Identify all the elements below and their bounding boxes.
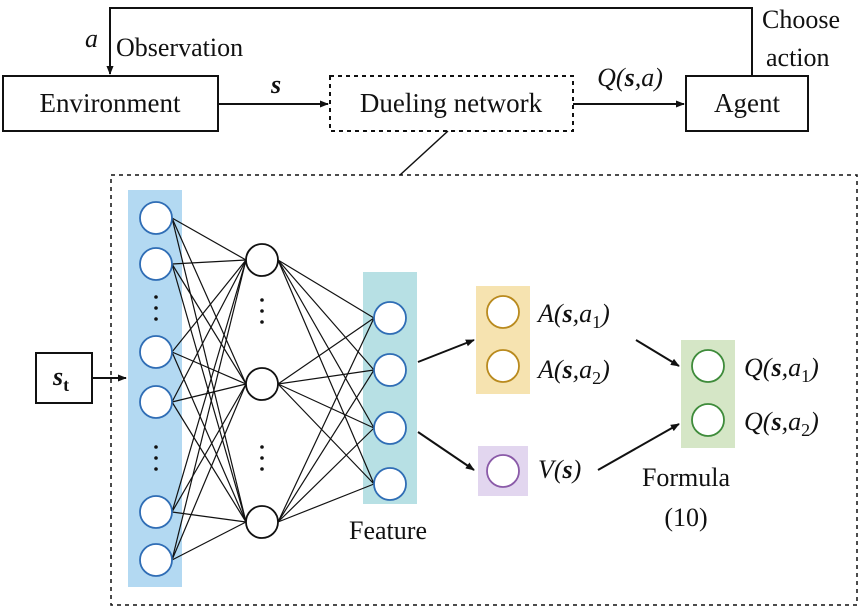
environment-label: Environment <box>40 88 181 118</box>
feature-node <box>373 353 407 387</box>
input-hidden-edge <box>171 217 247 523</box>
advantage-to-q-arrow <box>635 339 680 367</box>
hidden-feature-edge <box>277 259 375 371</box>
network-nodes <box>139 201 725 577</box>
zoom-connector-line <box>399 130 449 176</box>
hidden-feature-edge <box>277 259 375 319</box>
input-node <box>139 543 173 577</box>
value-to-q-arrow <box>597 423 680 471</box>
input-ellipsis-dot <box>154 295 158 299</box>
advantage-node <box>486 295 520 329</box>
input-node <box>139 385 173 419</box>
input-hidden-edge <box>171 383 247 513</box>
input-hidden-edge <box>171 383 247 561</box>
value-label: V(s) <box>538 455 581 484</box>
hidden-ellipsis-dot <box>260 298 264 302</box>
input-node <box>139 201 173 235</box>
hidden-ellipsis-dot <box>260 445 264 449</box>
input-ellipsis-dot <box>154 456 158 460</box>
action-feedback-arrow <box>106 7 753 76</box>
input-node <box>139 495 173 529</box>
value-node <box>486 454 520 488</box>
input-hidden-edge <box>171 401 247 523</box>
feature-to-value-arrow <box>417 431 475 471</box>
hidden-feature-edge <box>277 317 375 385</box>
input-state-box <box>35 352 93 404</box>
observation-label: Observation <box>116 33 243 62</box>
feature-label: Feature <box>349 516 427 545</box>
input-hidden-edge <box>171 217 247 385</box>
formula-label-line1: Formula <box>642 463 731 492</box>
formula-label-line2: (10) <box>664 503 707 532</box>
action-label: a <box>85 24 98 53</box>
hidden-node <box>245 367 279 401</box>
q-node <box>691 349 725 383</box>
feature-node <box>373 411 407 445</box>
hidden-ellipsis-dot <box>260 456 264 460</box>
hidden-ellipsis-dot <box>260 467 264 471</box>
advantage-a2-label: A(s,a2) <box>536 355 610 388</box>
ellipsis-dots <box>154 295 264 471</box>
q-value-label: Q(s,a) <box>597 63 663 92</box>
hidden-feature-edge <box>277 317 375 523</box>
input-hidden-edge <box>171 383 247 403</box>
q-node <box>691 403 725 437</box>
input-hidden-edge <box>171 259 247 561</box>
hidden-feature-edge <box>277 383 375 429</box>
hidden-node <box>245 505 279 539</box>
hidden-feature-edge <box>277 483 375 523</box>
input-hidden-edge <box>171 351 247 385</box>
hidden-feature-edge <box>277 259 375 429</box>
hidden-feature-edge <box>277 369 375 385</box>
input-hidden-edge <box>171 259 247 353</box>
feature-node <box>373 467 407 501</box>
environment-box <box>2 75 219 132</box>
agent-box <box>685 75 809 132</box>
hidden-feature-edge <box>277 259 375 485</box>
choose-action-line1: Choose <box>762 5 840 34</box>
choose-action-line2: action <box>766 43 830 72</box>
input-hidden-edge <box>171 259 247 403</box>
hidden-ellipsis-dot <box>260 309 264 313</box>
feature-to-advantage-arrow <box>417 339 475 363</box>
hidden-node <box>245 243 279 277</box>
network-detail-container <box>110 174 858 606</box>
dueling-network-label: Dueling network <box>360 88 543 118</box>
hidden-feature-edge <box>277 427 375 523</box>
dueling-network-box <box>329 75 574 132</box>
agent-label: Agent <box>714 88 780 118</box>
input-hidden-edge <box>171 511 247 523</box>
input-ellipsis-dot <box>154 317 158 321</box>
feature-node <box>373 301 407 335</box>
input-hidden-edge <box>171 259 247 265</box>
input-node <box>139 335 173 369</box>
hidden-ellipsis-dot <box>260 320 264 324</box>
advantage-node <box>486 349 520 383</box>
q-a2-label: Q(s,a2) <box>744 407 819 440</box>
input-hidden-edge <box>171 217 247 261</box>
state-label: s <box>270 70 281 99</box>
q-a1-label: Q(s,a1) <box>744 353 819 386</box>
input-node <box>139 247 173 281</box>
network-connections <box>171 217 375 561</box>
input-ellipsis-dot <box>154 306 158 310</box>
hidden-feature-edge <box>277 383 375 485</box>
input-hidden-edge <box>171 521 247 561</box>
input-ellipsis-dot <box>154 467 158 471</box>
input-state-label: st <box>52 362 69 395</box>
input-hidden-edge <box>171 263 247 385</box>
input-ellipsis-dot <box>154 445 158 449</box>
advantage-a1-label: A(s,a1) <box>536 299 610 332</box>
input-hidden-edge <box>171 259 247 513</box>
input-hidden-edge <box>171 351 247 523</box>
hidden-feature-edge <box>277 369 375 523</box>
